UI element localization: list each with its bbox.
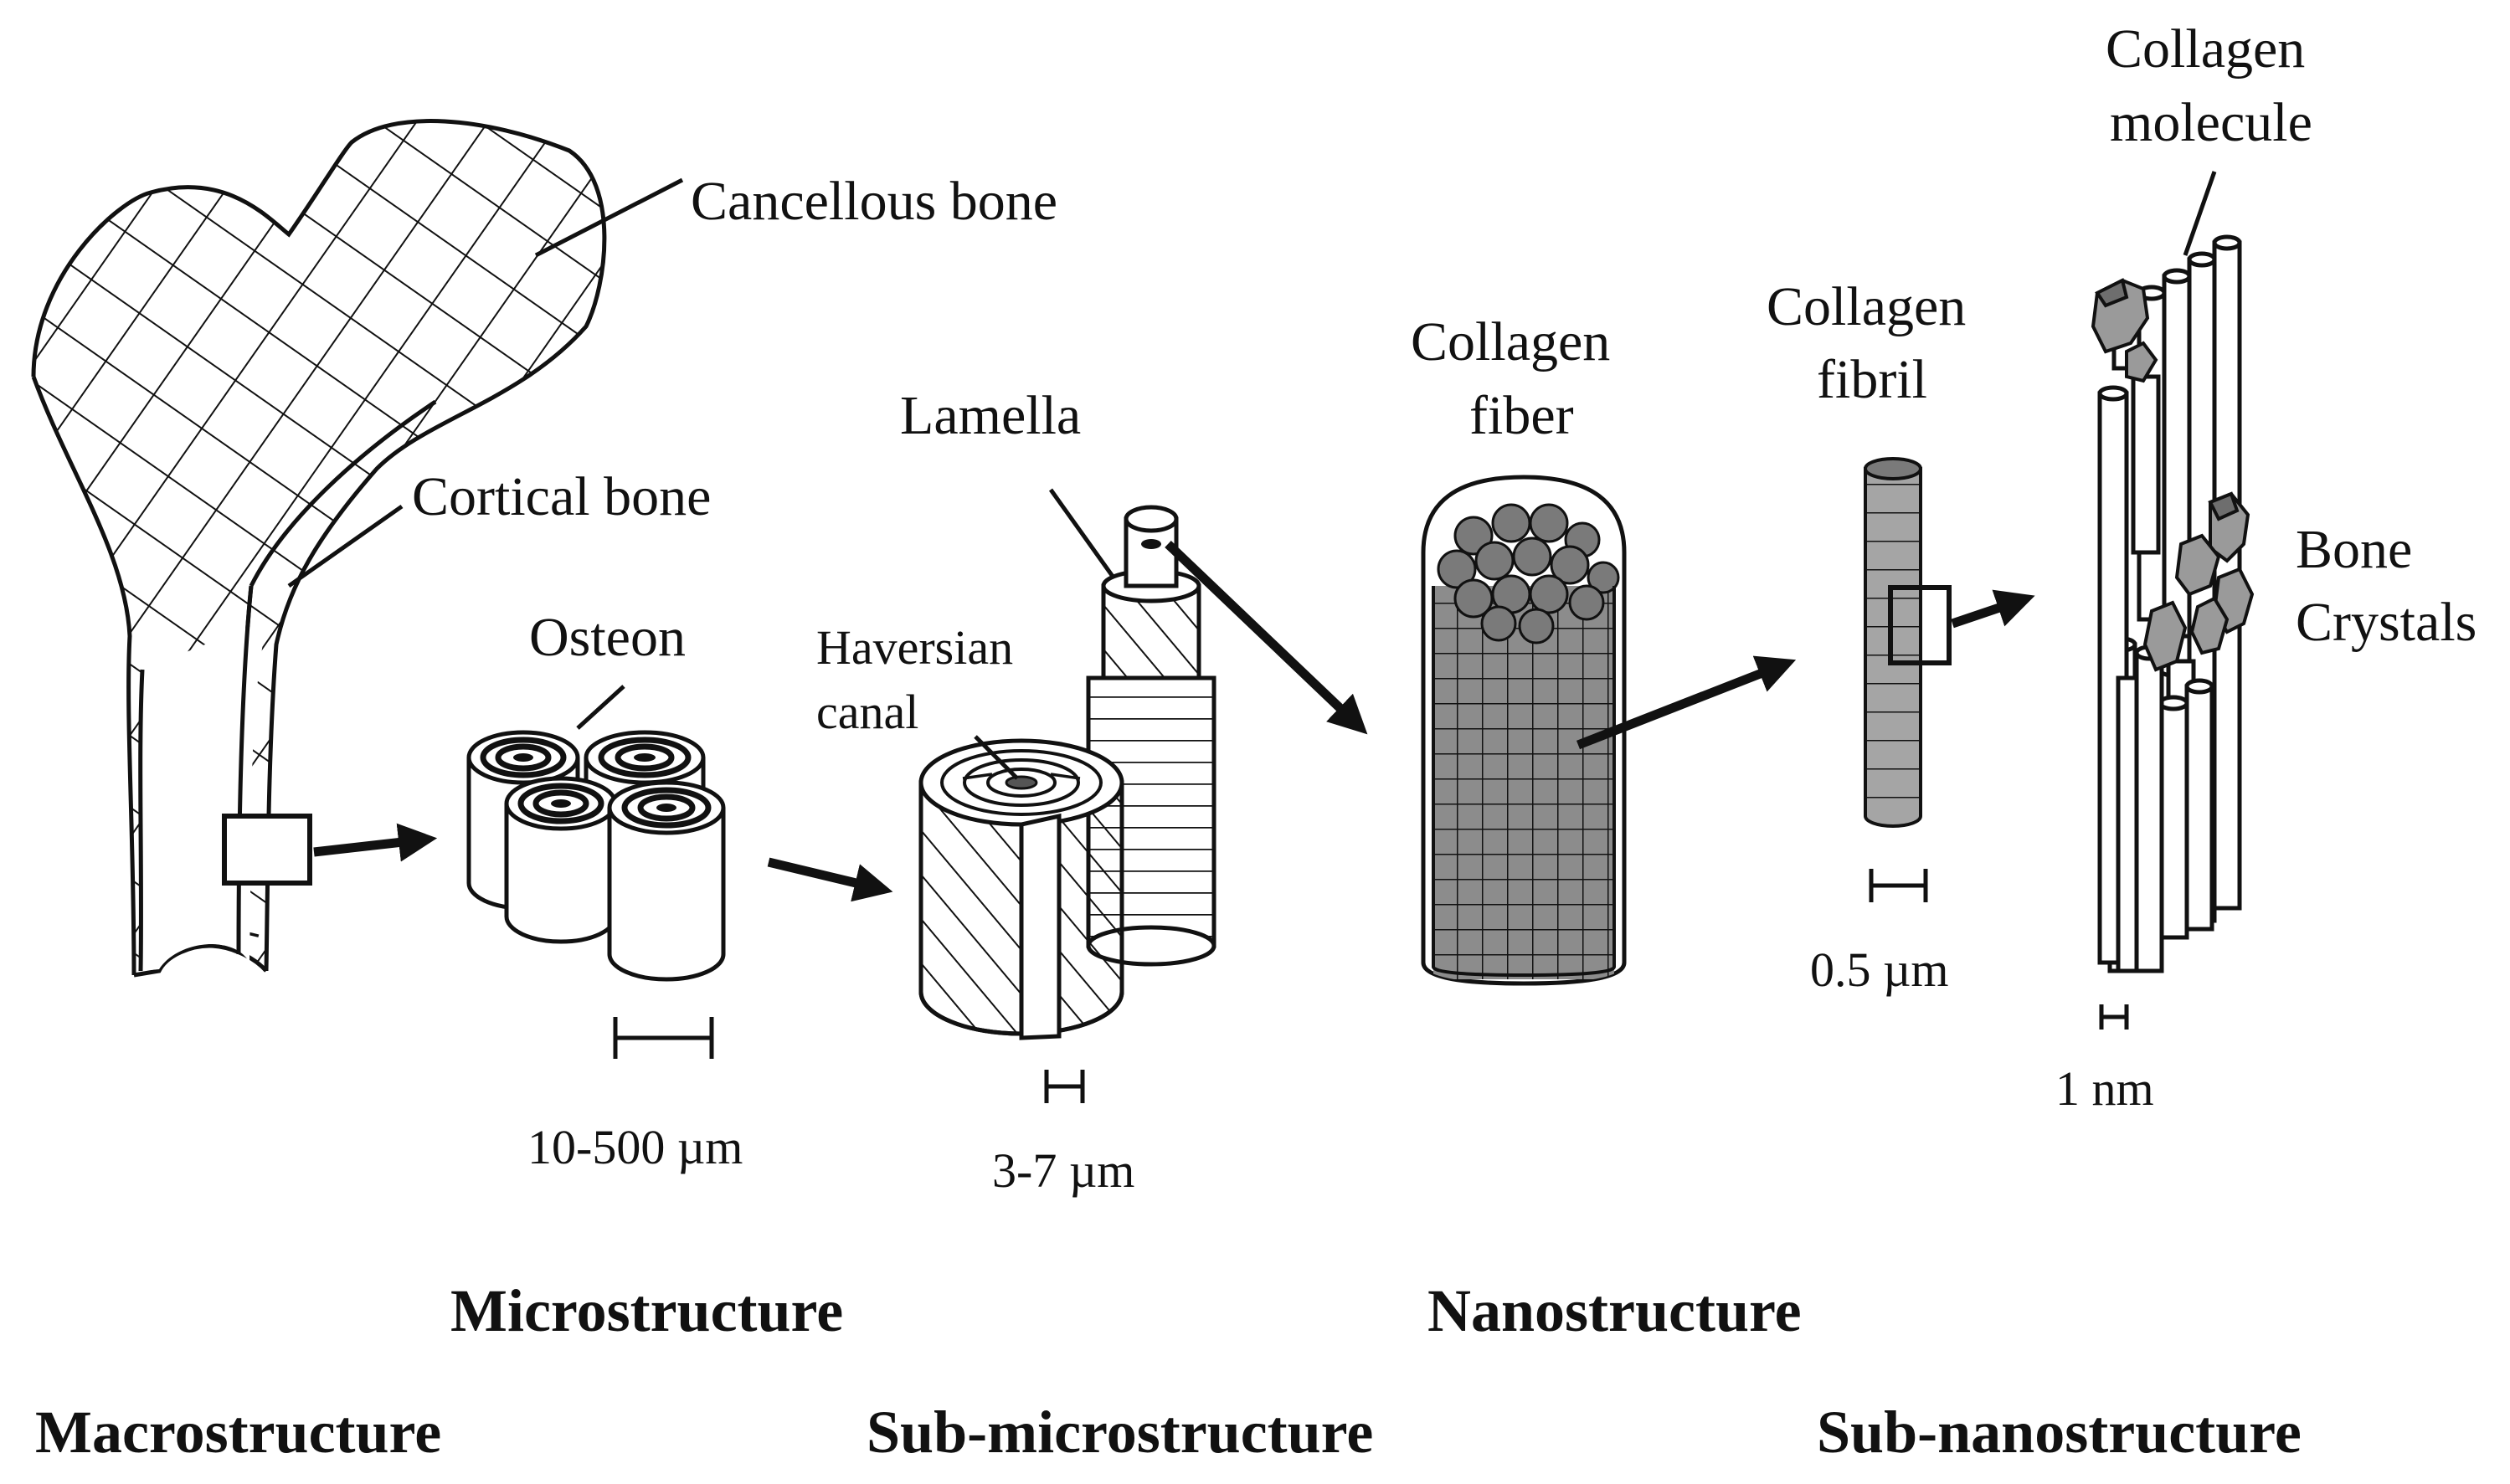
cancellous-bone-label: Cancellous bone (691, 171, 1057, 232)
osteon-label: Osteon (529, 607, 686, 668)
molecule-scale-label: 1 nm (2055, 1061, 2154, 1116)
fibril-scale-label: 0.5 µm (1810, 942, 1949, 997)
level-sub-microstructure: Sub-microstructure (867, 1399, 1373, 1466)
cortical-bone-label: Cortical bone (412, 466, 711, 527)
collagen-fibril-label-line2: fibril (1817, 349, 1927, 410)
lamella-scale-label: 3-7 µm (992, 1143, 1134, 1198)
bone-crystals-label-line1: Bone (2296, 519, 2412, 580)
haversian-leader-line (974, 735, 1019, 780)
arrow-femur-to-osteon (313, 823, 438, 862)
collagen-fibril-label-line1: Collagen (1767, 276, 1966, 337)
fibril-scale-bar (1869, 869, 1928, 902)
lamella-leader-line (1048, 488, 1116, 579)
cortical-leader-line (287, 504, 404, 588)
level-macrostructure: Macrostructure (35, 1399, 441, 1466)
level-sub-nanostructure: Sub-nanostructure (1817, 1399, 2302, 1466)
cancellous-leader-line (534, 177, 684, 258)
macro-selection-box (222, 814, 312, 886)
haversian-canal-label-line2: canal (816, 685, 918, 739)
molecule-scale-bar (2099, 1004, 2129, 1030)
level-microstructure: Microstructure (450, 1277, 843, 1344)
collagen-fiber-illustration (1421, 475, 1627, 986)
fibril-selection-box (1888, 585, 1952, 665)
osteon-illustration (466, 730, 726, 982)
osteon-scale-bar (613, 1017, 714, 1059)
collagen-molecule-label-line2: molecule (2110, 92, 2312, 153)
collagen-fiber-label-line1: Collagen (1411, 311, 1610, 372)
osteon-leader-line (576, 685, 625, 730)
arrow-fiber-to-fibril (1576, 655, 1797, 750)
lamella-scale-bar (1044, 1070, 1085, 1103)
osteon-scale-label: 10-500 µm (527, 1120, 743, 1174)
collagen-fiber-label-line2: fiber (1469, 385, 1574, 446)
arrow-lamella-to-fiber (1165, 541, 1368, 735)
collagen-fibril-illustration (1864, 457, 1952, 828)
bone-crystals-label-line2: Crystals (2296, 592, 2477, 653)
level-nanostructure: Nanostructure (1427, 1277, 1802, 1344)
collagen-molecule-leader-line (2183, 171, 2217, 256)
collagen-molecule-label-line1: Collagen (2106, 18, 2305, 80)
femur-illustration (31, 119, 607, 978)
lamella-illustration (918, 505, 1216, 1040)
arrow-fibril-to-molecule (1951, 589, 2035, 629)
arrow-osteon-to-lamella (767, 857, 893, 902)
haversian-canal-label-line1: Haversian (816, 620, 1013, 675)
lamella-label: Lamella (900, 385, 1081, 446)
collagen-molecule-illustration (2091, 234, 2255, 973)
